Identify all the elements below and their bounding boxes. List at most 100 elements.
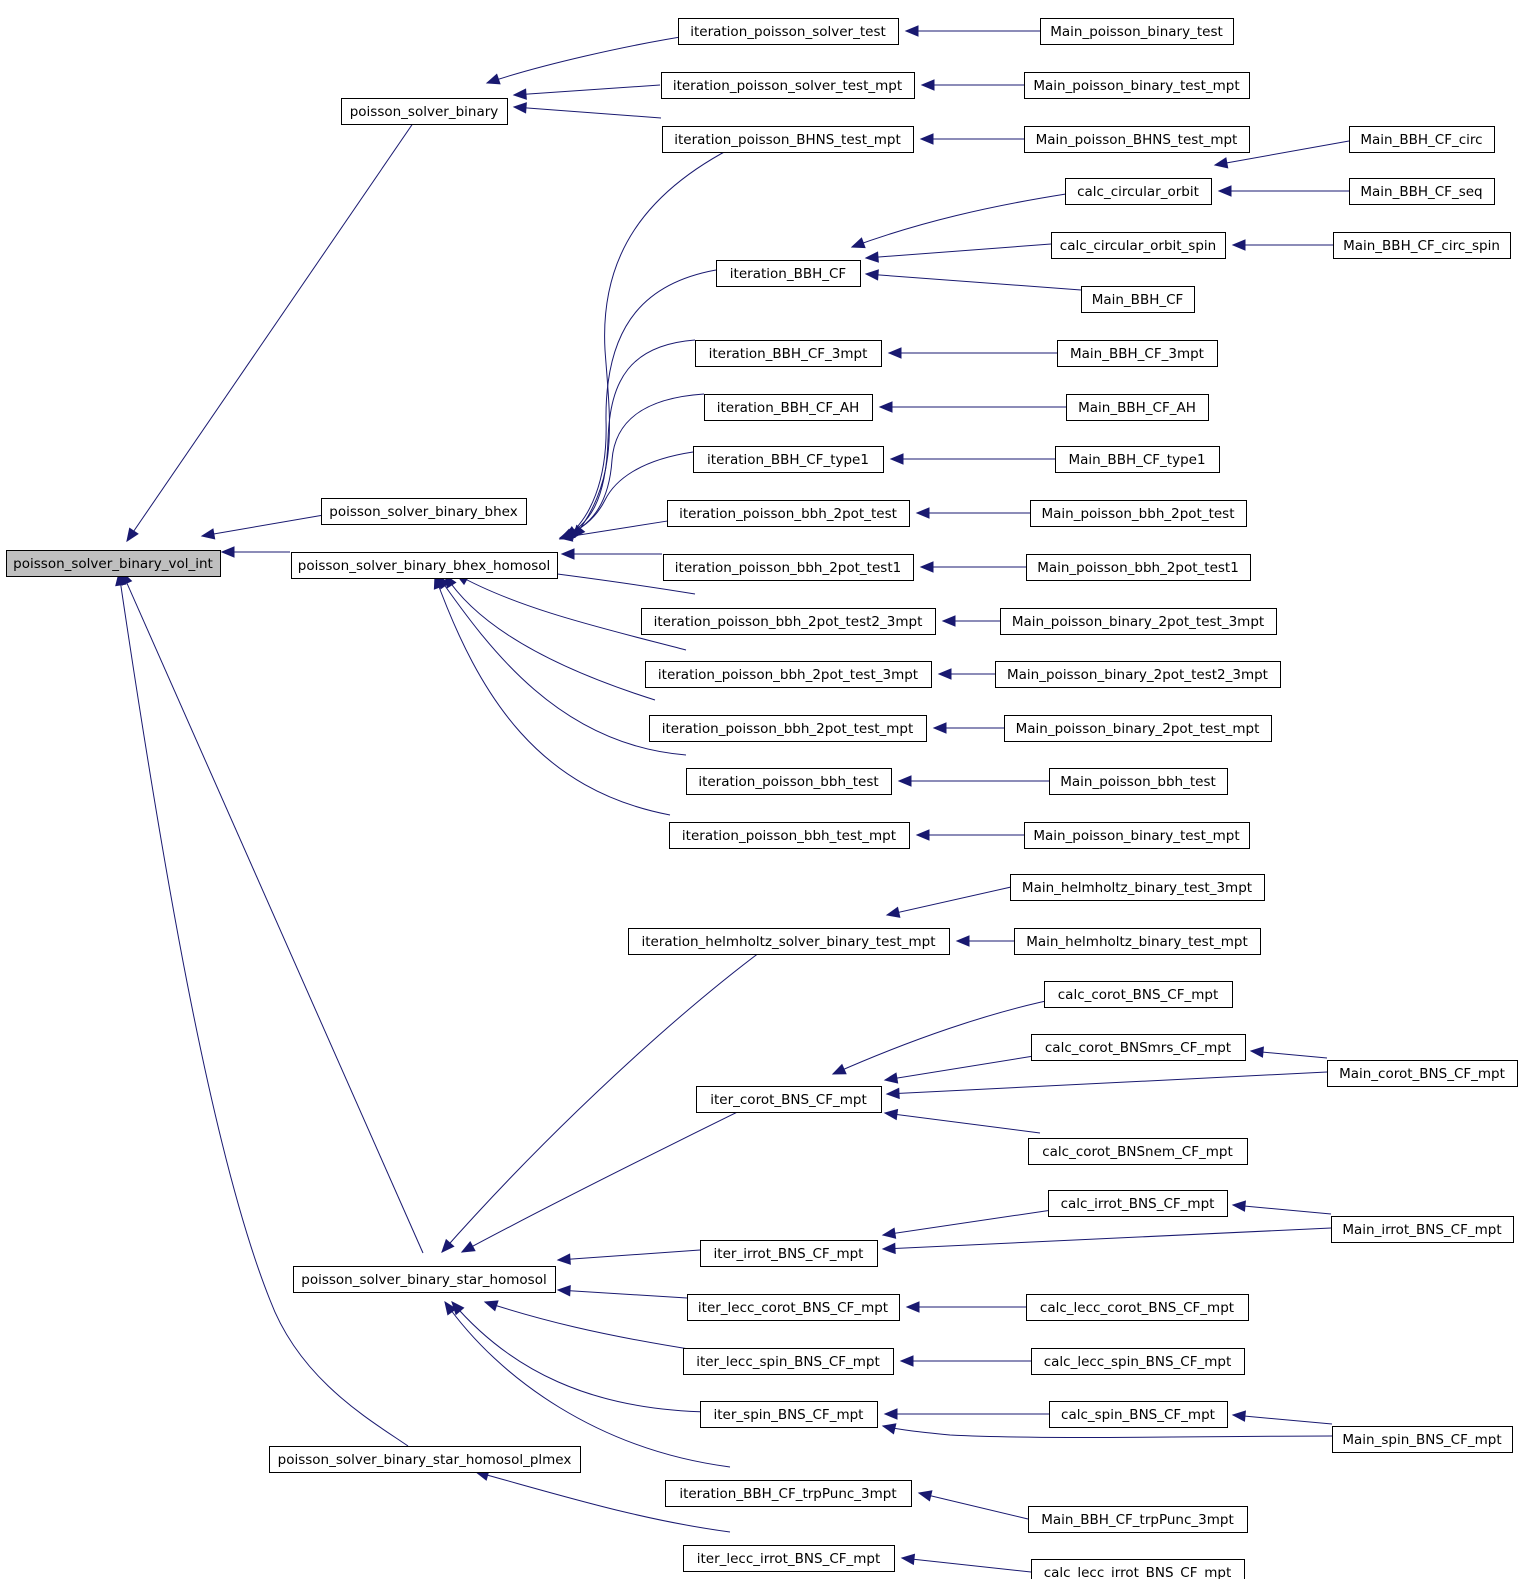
node-box[interactable]	[1333, 232, 1511, 259]
graph-node-mspin[interactable]: Main_spin_BNS_CF_mpt	[1332, 1426, 1513, 1453]
graph-node-ihelm[interactable]: iteration_helmholtz_solver_binary_test_m…	[628, 928, 950, 955]
graph-node-ipb23[interactable]: iteration_poisson_bbh_2pot_test_3mpt	[645, 661, 932, 688]
node-box[interactable]	[693, 446, 884, 473]
node-box[interactable]	[628, 928, 950, 955]
graph-node-ibbhah[interactable]: iteration_BBH_CF_AH	[704, 394, 873, 421]
node-box[interactable]	[1051, 232, 1226, 259]
node-box[interactable]	[641, 608, 936, 635]
node-box[interactable]	[1327, 1060, 1518, 1087]
graph-node-psbb[interactable]: poisson_solver_binary_bhex	[321, 498, 527, 525]
node-box[interactable]	[683, 1545, 895, 1572]
node-box[interactable]	[1031, 1348, 1245, 1375]
graph-node-itrp[interactable]: iteration_BBH_CF_trpPunc_3mpt	[665, 1480, 912, 1507]
graph-node-mpbin2m[interactable]: Main_poisson_binary_2pot_test_mpt	[1004, 715, 1272, 742]
node-box[interactable]	[1004, 715, 1272, 742]
node-box[interactable]	[1031, 1559, 1245, 1579]
graph-node-mpbbht[interactable]: Main_poisson_bbh_test	[1049, 768, 1228, 795]
graph-node-clcorot[interactable]: calc_lecc_corot_BNS_CF_mpt	[1026, 1294, 1249, 1321]
graph-node-mcircspin[interactable]: Main_BBH_CF_circ_spin	[1333, 232, 1511, 259]
node-box[interactable]	[667, 500, 910, 527]
graph-node-ipbhns[interactable]: iteration_poisson_BHNS_test_mpt	[662, 126, 914, 153]
node-box[interactable]	[687, 1294, 900, 1321]
graph-node-ipst[interactable]: iteration_poisson_solver_test	[678, 18, 899, 45]
node-box[interactable]	[1081, 286, 1195, 313]
node-box[interactable]	[1028, 1138, 1248, 1165]
node-box[interactable]	[678, 18, 899, 45]
graph-node-cirrot[interactable]: calc_irrot_BNS_CF_mpt	[1048, 1190, 1228, 1217]
graph-node-mpbtm2[interactable]: Main_poisson_binary_test_mpt	[1024, 822, 1250, 849]
graph-node-mcorot[interactable]: Main_corot_BNS_CF_mpt	[1327, 1060, 1518, 1087]
graph-node-mbbh3[interactable]: Main_BBH_CF_3mpt	[1057, 340, 1218, 367]
graph-node-ipb2m[interactable]: iteration_poisson_bbh_2pot_test_mpt	[649, 715, 927, 742]
node-box[interactable]	[1010, 874, 1265, 901]
graph-node-ibbh3[interactable]: iteration_BBH_CF_3mpt	[695, 340, 882, 367]
node-box[interactable]	[1031, 1034, 1246, 1061]
node-box[interactable]	[1048, 1190, 1228, 1217]
node-box[interactable]	[700, 1240, 878, 1267]
graph-node-mcirc[interactable]: Main_BBH_CF_circ	[1349, 126, 1495, 153]
node-box[interactable]	[1065, 178, 1212, 205]
node-box[interactable]	[341, 98, 508, 125]
node-box[interactable]	[661, 72, 915, 99]
graph-node-mirrot[interactable]: Main_irrot_BNS_CF_mpt	[1331, 1216, 1514, 1243]
graph-node-ccorot[interactable]: calc_corot_BNS_CF_mpt	[1044, 981, 1233, 1008]
graph-node-mpb2[interactable]: Main_poisson_bbh_2pot_test	[1030, 500, 1247, 527]
graph-node-psbshp[interactable]: poisson_solver_binary_star_homosol_plmex	[269, 1446, 581, 1473]
graph-node-mpb21[interactable]: Main_poisson_bbh_2pot_test1	[1026, 554, 1251, 581]
graph-node-ilcorot[interactable]: iter_lecc_corot_BNS_CF_mpt	[687, 1294, 900, 1321]
node-box[interactable]	[1044, 981, 1233, 1008]
graph-node-ipstm[interactable]: iteration_poisson_solver_test_mpt	[661, 72, 915, 99]
node-box[interactable]	[704, 394, 873, 421]
node-box[interactable]	[291, 552, 558, 579]
node-box[interactable]	[649, 715, 927, 742]
node-box[interactable]	[1026, 554, 1251, 581]
node-box[interactable]	[1049, 1401, 1228, 1428]
node-box[interactable]	[1024, 822, 1250, 849]
node-box[interactable]	[665, 1480, 912, 1507]
node-box[interactable]	[1040, 18, 1234, 45]
graph-node-mpbt[interactable]: Main_poisson_binary_test	[1040, 18, 1234, 45]
node-box[interactable]	[1332, 1426, 1513, 1453]
node-box[interactable]	[1049, 768, 1228, 795]
graph-node-mbbht1[interactable]: Main_BBH_CF_type1	[1055, 446, 1220, 473]
graph-node-mpbtm[interactable]: Main_poisson_binary_test_mpt	[1024, 72, 1250, 99]
node-box[interactable]	[662, 126, 914, 153]
graph-node-cco[interactable]: calc_circular_orbit	[1065, 178, 1212, 205]
node-box[interactable]	[995, 661, 1281, 688]
graph-node-mhelm3[interactable]: Main_helmholtz_binary_test_3mpt	[1010, 874, 1265, 901]
graph-node-ipb2[interactable]: iteration_poisson_bbh_2pot_test	[667, 500, 910, 527]
graph-node-ibbhcf[interactable]: iteration_BBH_CF	[716, 260, 861, 287]
graph-node-ccorotmrs[interactable]: calc_corot_BNSmrs_CF_mpt	[1031, 1034, 1246, 1061]
graph-node-mbbhcf[interactable]: Main_BBH_CF	[1081, 286, 1195, 313]
node-box[interactable]	[1024, 72, 1250, 99]
node-box[interactable]	[6, 550, 221, 577]
graph-node-mseq[interactable]: Main_BBH_CF_seq	[1349, 178, 1495, 205]
graph-node-psb[interactable]: poisson_solver_binary	[341, 98, 508, 125]
graph-node-icorot[interactable]: iter_corot_BNS_CF_mpt	[696, 1086, 882, 1113]
node-box[interactable]	[669, 822, 910, 849]
node-box[interactable]	[1349, 126, 1495, 153]
graph-node-ipb21[interactable]: iteration_poisson_bbh_2pot_test1	[663, 554, 914, 581]
graph-node-mpbin223[interactable]: Main_poisson_binary_2pot_test2_3mpt	[995, 661, 1281, 688]
node-box[interactable]	[1055, 446, 1220, 473]
graph-node-mtrp[interactable]: Main_BBH_CF_trpPunc_3mpt	[1028, 1506, 1248, 1533]
node-box[interactable]	[1000, 608, 1277, 635]
graph-node-mbbhah[interactable]: Main_BBH_CF_AH	[1066, 394, 1209, 421]
node-box[interactable]	[1014, 928, 1261, 955]
node-box[interactable]	[293, 1266, 556, 1293]
graph-node-ipbt[interactable]: iteration_poisson_bbh_test	[686, 768, 892, 795]
node-box[interactable]	[1331, 1216, 1514, 1243]
node-box[interactable]	[663, 554, 914, 581]
graph-node-ipbtm[interactable]: iteration_poisson_bbh_test_mpt	[669, 822, 910, 849]
graph-node-ilirrot[interactable]: iter_lecc_irrot_BNS_CF_mpt	[683, 1545, 895, 1572]
graph-node-root[interactable]: poisson_solver_binary_vol_int	[6, 550, 221, 577]
graph-node-ipb223[interactable]: iteration_poisson_bbh_2pot_test2_3mpt	[641, 608, 936, 635]
graph-node-psbbh[interactable]: poisson_solver_binary_bhex_homosol	[291, 552, 558, 579]
graph-node-cspin[interactable]: calc_spin_BNS_CF_mpt	[1049, 1401, 1228, 1428]
node-box[interactable]	[696, 1086, 882, 1113]
graph-node-psbsh[interactable]: poisson_solver_binary_star_homosol	[293, 1266, 556, 1293]
graph-node-ispin[interactable]: iter_spin_BNS_CF_mpt	[700, 1401, 878, 1428]
node-box[interactable]	[269, 1446, 581, 1473]
node-box[interactable]	[1057, 340, 1218, 367]
graph-node-clspin[interactable]: calc_lecc_spin_BNS_CF_mpt	[1031, 1348, 1245, 1375]
